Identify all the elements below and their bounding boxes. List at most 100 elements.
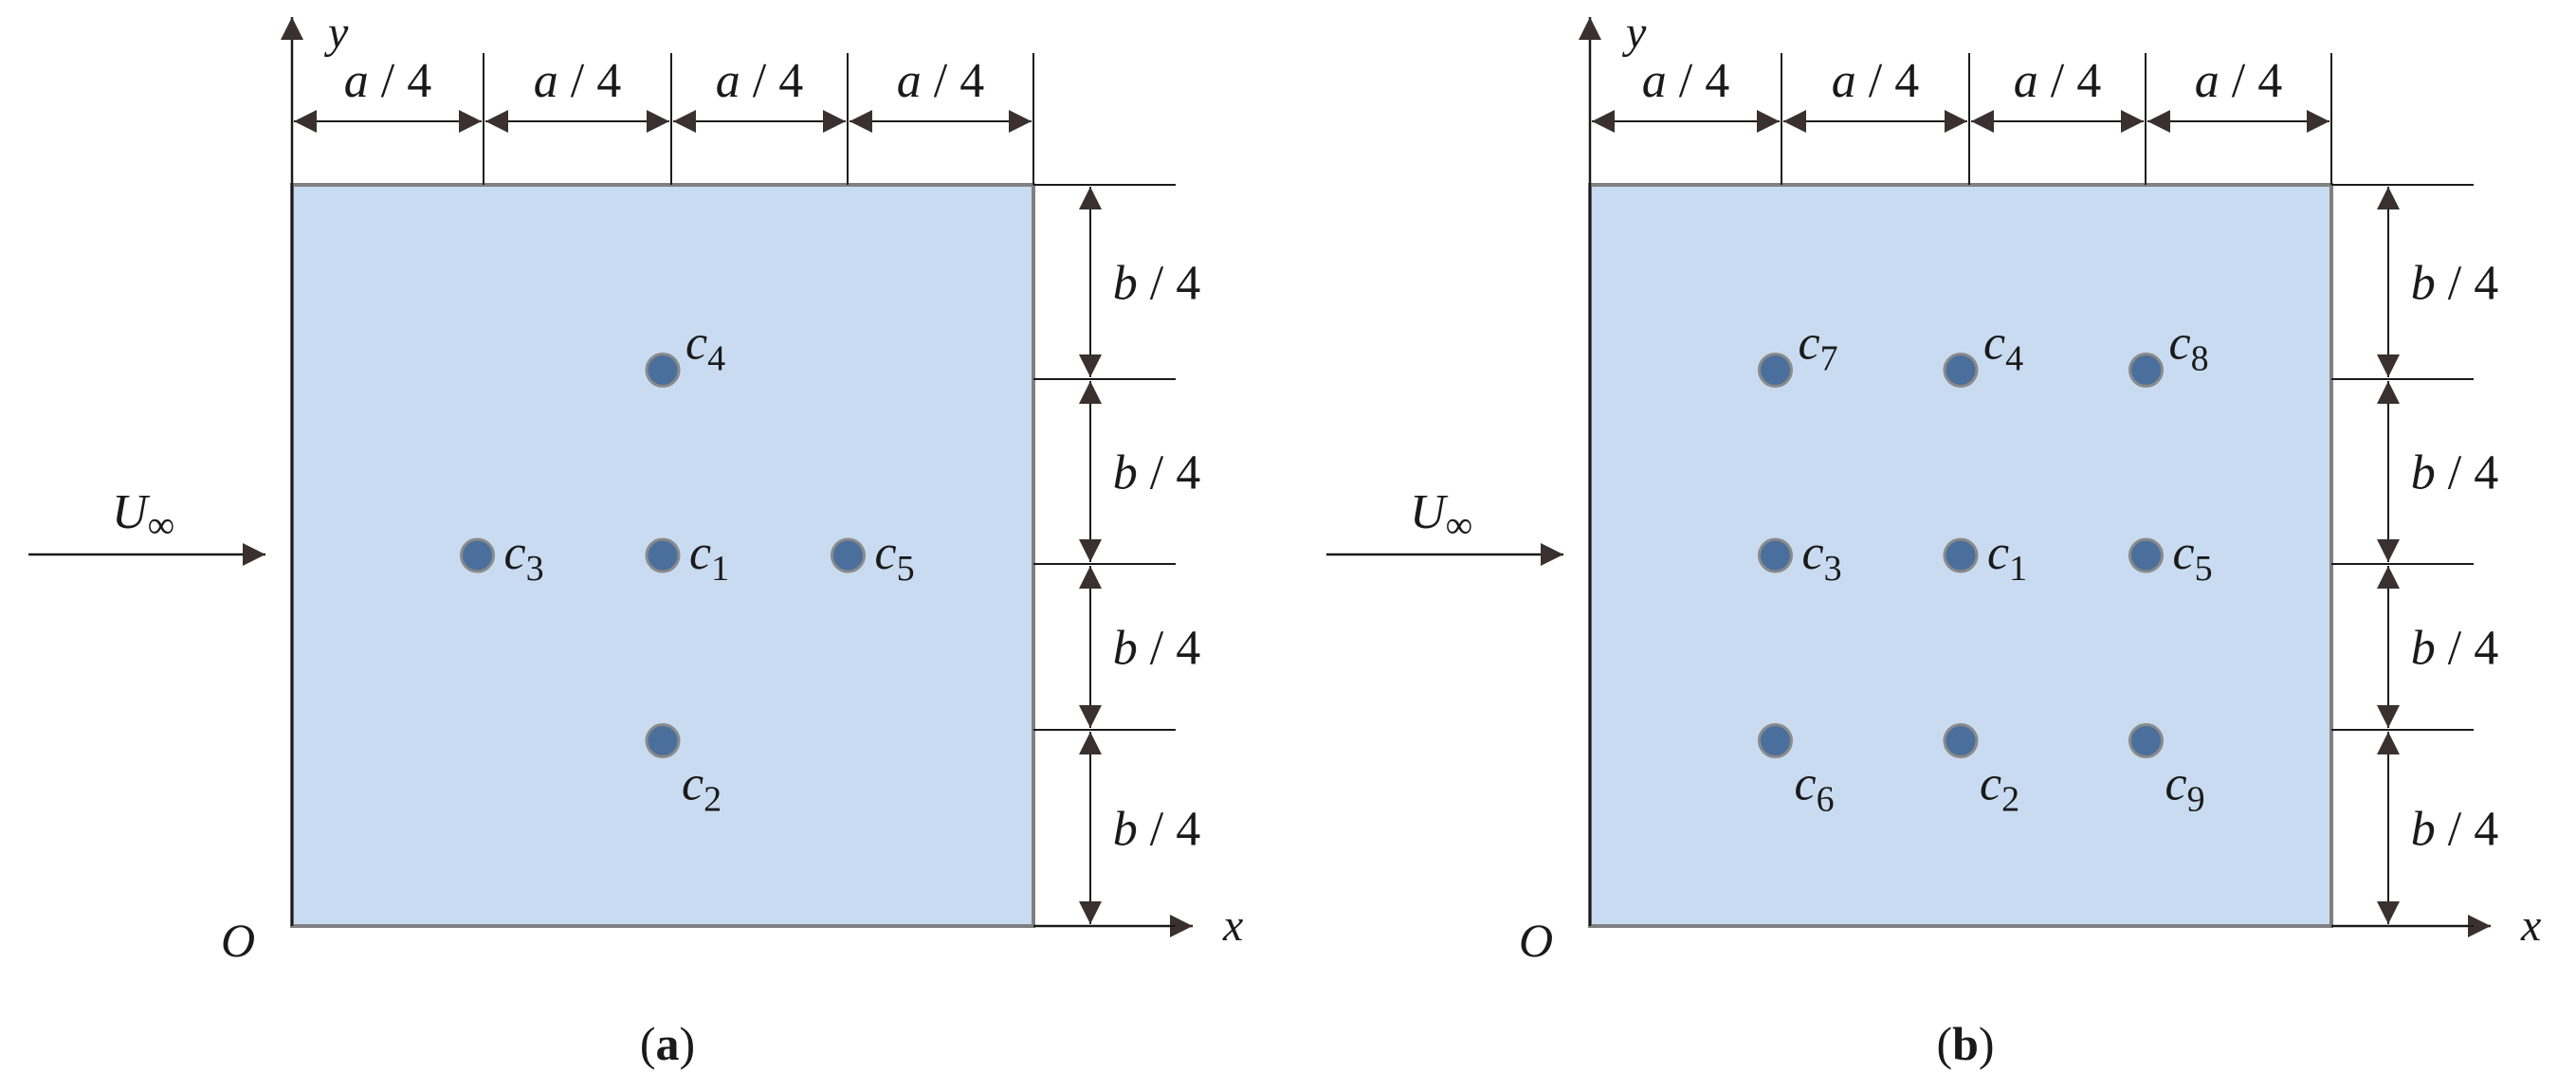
point-label-c8: c8 — [2169, 317, 2209, 379]
point-symbol: c — [1987, 526, 2009, 580]
point-c1 — [1943, 537, 1979, 573]
dim-var: a — [2195, 54, 2220, 108]
point-subscript: 8 — [2191, 339, 2209, 379]
point-subscript: 1 — [2009, 549, 2027, 589]
point-label-c3: c3 — [504, 526, 544, 589]
caption-paren: ) — [680, 1017, 696, 1070]
point-subscript: 5 — [897, 549, 915, 589]
caption-paren: ( — [640, 1017, 656, 1070]
right-dim-label: b / 4 — [2411, 803, 2498, 857]
point-subscript: 4 — [2005, 339, 2023, 379]
right-dim-label: b / 4 — [2411, 446, 2498, 500]
point-subscript: 2 — [703, 780, 722, 820]
point-symbol: c — [685, 317, 707, 371]
dim-var: a — [534, 54, 558, 108]
point-label-c7: c7 — [1799, 317, 1838, 379]
point-subscript: 4 — [707, 339, 725, 379]
dim-divisor: / 4 — [1856, 54, 1919, 108]
point-subscript: 1 — [711, 549, 729, 589]
dim-divisor: / 4 — [2436, 446, 2498, 500]
top-dim-label: a / 4 — [716, 54, 803, 108]
point-symbol: c — [2169, 317, 2191, 371]
top-dim-label: a / 4 — [1642, 54, 1729, 108]
point-label-c4: c4 — [1983, 317, 2023, 379]
top-dim-label: a / 4 — [2014, 54, 2101, 108]
point-subscript: 6 — [1817, 780, 1835, 820]
top-dim-label: a / 4 — [1832, 54, 1919, 108]
dim-var: a — [1832, 54, 1856, 108]
point-label-c5: c5 — [2173, 526, 2213, 589]
dim-divisor: / 4 — [922, 54, 984, 108]
free-stream-label: U∞ — [1410, 485, 1472, 546]
point-c5 — [2128, 537, 2164, 573]
dim-divisor: / 4 — [1138, 257, 1200, 311]
dim-divisor: / 4 — [2038, 54, 2101, 108]
panel-caption: (b) — [1936, 1017, 1994, 1070]
point-label-c2: c2 — [1980, 757, 2019, 820]
point-subscript: 9 — [2187, 780, 2205, 820]
point-label-c5: c5 — [875, 526, 915, 589]
point-subscript: 3 — [526, 549, 544, 589]
dim-divisor: / 4 — [1667, 54, 1729, 108]
dim-divisor: / 4 — [1138, 622, 1200, 676]
dim-divisor: / 4 — [1138, 803, 1200, 857]
point-c1 — [645, 537, 681, 573]
dim-var: b — [1113, 622, 1138, 676]
point-c6 — [1758, 723, 1793, 758]
point-symbol: c — [1802, 526, 1824, 580]
point-symbol: c — [1983, 317, 2005, 371]
dim-divisor: / 4 — [740, 54, 803, 108]
right-dim-label: b / 4 — [1113, 446, 1200, 500]
dim-var: b — [1113, 803, 1138, 857]
point-label-c3: c3 — [1802, 526, 1842, 589]
point-symbol: c — [1795, 757, 1817, 811]
point-subscript: 2 — [2001, 780, 2019, 820]
top-dim-label: a / 4 — [2195, 54, 2282, 108]
top-dim-label: a / 4 — [534, 54, 621, 108]
point-c3 — [460, 537, 495, 573]
point-label-c6: c6 — [1795, 757, 1835, 820]
point-symbol: c — [689, 526, 711, 580]
dim-var: a — [2014, 54, 2038, 108]
point-symbol: c — [2173, 526, 2195, 580]
dim-divisor: / 4 — [2436, 622, 2498, 676]
point-c2 — [1943, 723, 1979, 758]
point-subscript: 7 — [1820, 339, 1838, 379]
right-dim-label: b / 4 — [1113, 257, 1200, 311]
top-dim-label: a / 4 — [344, 54, 431, 108]
point-label-c1: c1 — [689, 526, 729, 589]
top-dim-label: a / 4 — [897, 54, 984, 108]
free-stream-symbol: U — [112, 485, 151, 539]
dim-divisor: / 4 — [369, 54, 431, 108]
point-subscript: 5 — [2195, 549, 2213, 589]
origin-label: O — [1519, 914, 1553, 967]
free-stream-label: U∞ — [112, 485, 174, 546]
point-c4 — [1943, 353, 1979, 388]
dim-var: b — [1113, 257, 1138, 311]
right-dim-label: b / 4 — [2411, 257, 2498, 311]
x-axis-label: x — [2520, 900, 2541, 951]
origin-label: O — [221, 914, 255, 967]
free-stream-subscript: ∞ — [148, 503, 175, 546]
caption-letter: b — [1952, 1017, 1979, 1070]
dim-var: b — [1113, 446, 1138, 500]
y-axis-label: y — [323, 8, 349, 58]
dim-divisor: / 4 — [2436, 257, 2498, 311]
point-c8 — [2128, 353, 2164, 388]
point-symbol: c — [875, 526, 897, 580]
caption-paren: ) — [1979, 1017, 1995, 1070]
x-axis-label: x — [1222, 900, 1243, 951]
point-symbol: c — [682, 757, 703, 811]
dim-var: b — [2411, 257, 2436, 311]
caption-paren: ( — [1936, 1017, 1952, 1070]
dim-divisor: / 4 — [2220, 54, 2282, 108]
point-symbol: c — [1799, 317, 1820, 371]
point-label-c9: c9 — [2165, 757, 2205, 820]
point-c4 — [645, 353, 681, 388]
right-dim-label: b / 4 — [1113, 622, 1200, 676]
free-stream-subscript: ∞ — [1446, 503, 1473, 546]
point-symbol: c — [504, 526, 526, 580]
point-c3 — [1758, 537, 1793, 573]
